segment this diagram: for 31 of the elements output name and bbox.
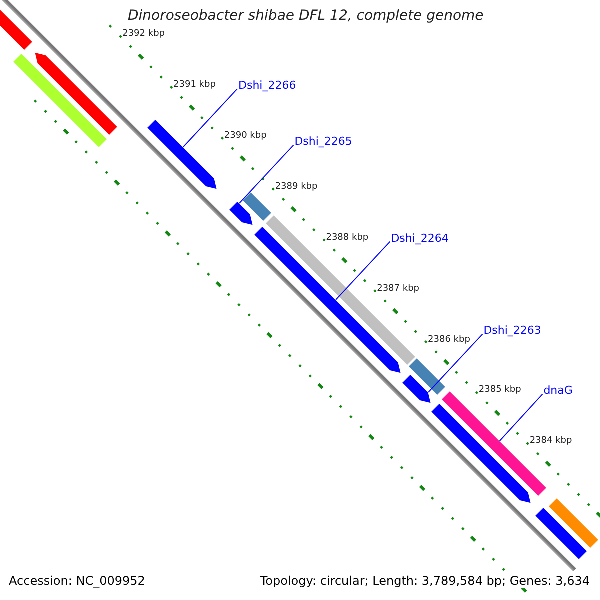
genome-info-text: Topology: circular; Length: 3,789,584 bp; Genes: 3,634	[260, 574, 590, 588]
scale-label: 2388 kbp	[326, 232, 369, 243]
gene-feature	[146, 118, 218, 190]
scale-label: 2384 kbp	[530, 436, 572, 446]
gene-bar	[242, 192, 272, 222]
scale-label: 2392 kbp	[122, 29, 166, 40]
gene-label: Dshi_2264	[391, 232, 449, 245]
gene-label: Dshi_2265	[294, 135, 352, 148]
leader-line	[336, 241, 391, 300]
scale-label: 2387 kbp	[377, 284, 420, 294]
scale-label: 2385 kbp	[478, 385, 522, 396]
title: Dinoroseobacter shibae DFL 12, complete genome	[128, 8, 484, 24]
gene-bar	[548, 498, 600, 550]
accession-text: Accession: NC_009952	[9, 574, 146, 588]
gene-label: Dshi_2266	[238, 79, 296, 92]
scale-label: 2389 kbp	[275, 182, 318, 192]
leader-line	[499, 394, 544, 442]
gene-label: Dshi_2263	[484, 324, 542, 338]
gene-bar	[408, 358, 446, 396]
gene-feature	[402, 374, 432, 404]
scale-label: 2386 kbp	[428, 334, 470, 345]
gene-label: dnaG	[544, 384, 573, 398]
leader-line	[428, 334, 484, 393]
leader-line	[239, 144, 294, 204]
leader-line	[182, 88, 238, 148]
scale-label: 2391 kbp	[174, 80, 216, 90]
gene-feature	[430, 402, 532, 504]
gene-bar	[12, 52, 108, 148]
gene-feature	[34, 52, 118, 136]
gene-feature	[228, 200, 254, 226]
gene-bar	[534, 506, 588, 560]
